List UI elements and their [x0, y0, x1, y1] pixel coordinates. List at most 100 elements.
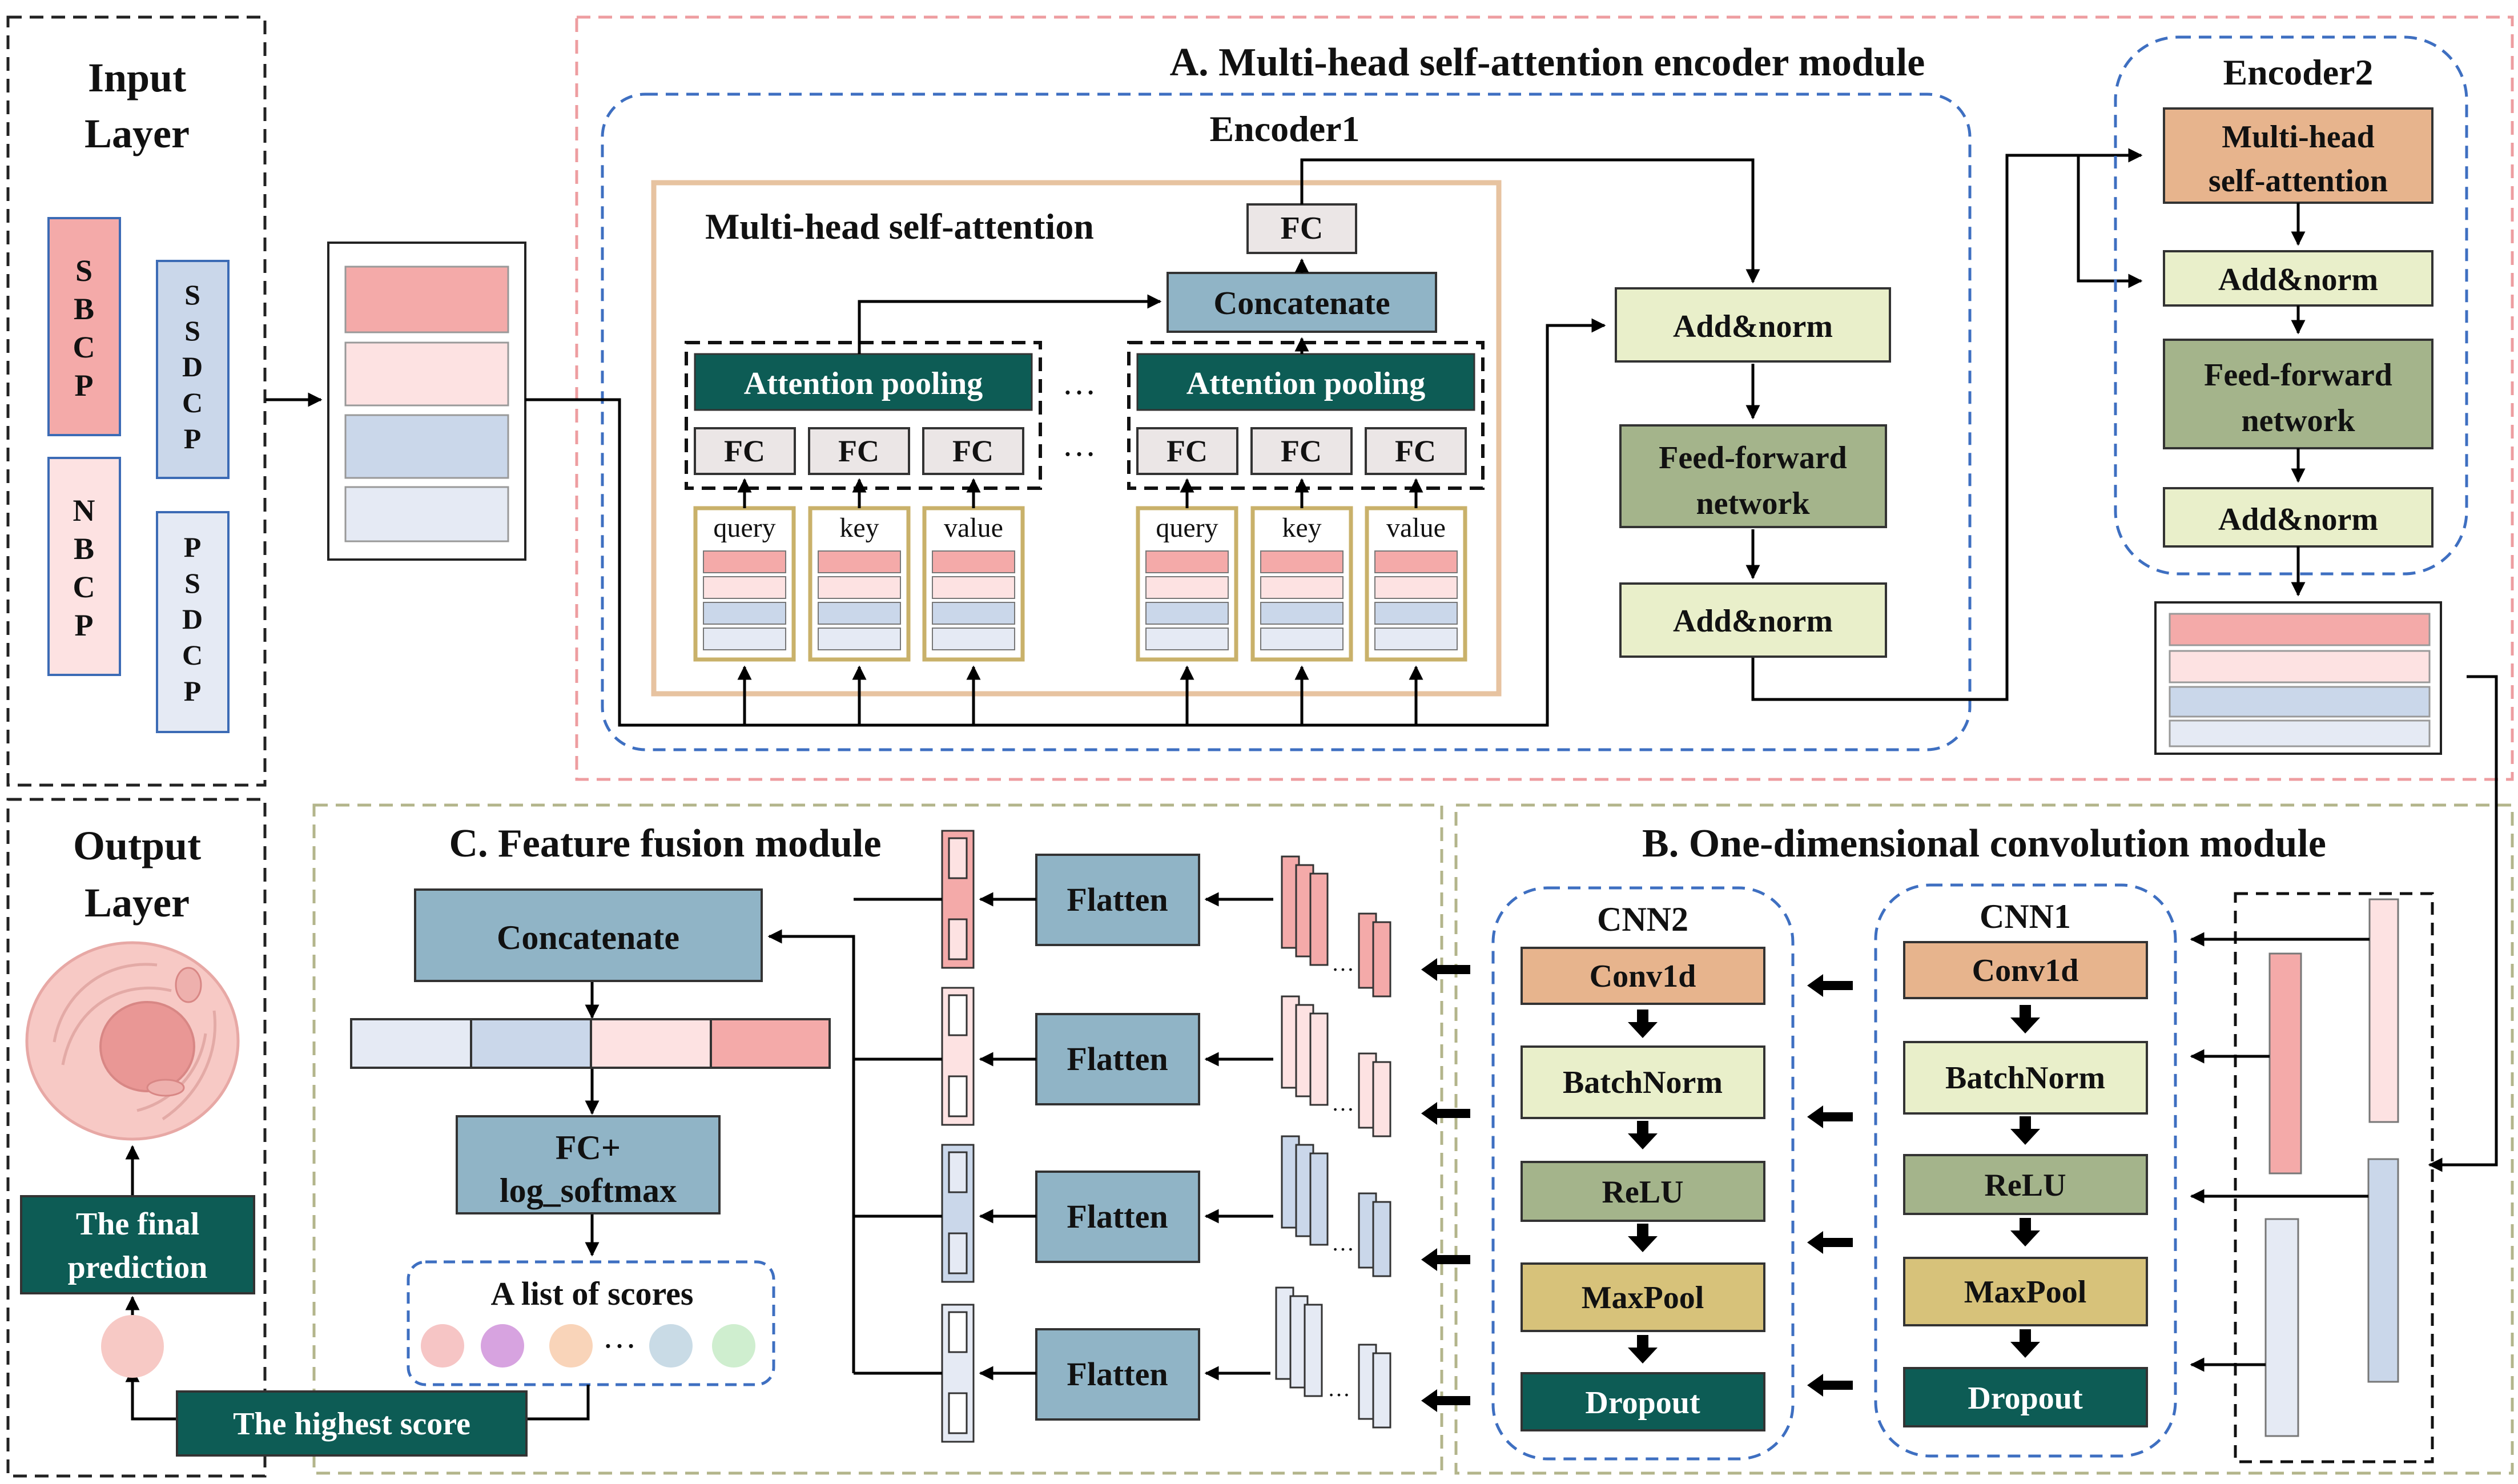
- flattened-vector-2: [941, 987, 975, 1126]
- encoder1-add-norm-2[interactable]: [1619, 582, 1887, 658]
- fusion-concatenate-label: Concatenate: [497, 919, 679, 956]
- flatten-label-3: Flatten: [1067, 1198, 1168, 1235]
- svg-text:P: P: [184, 531, 202, 563]
- head1-value-block: [922, 506, 1025, 662]
- cnn-input-dashed-box: [2234, 892, 2434, 1463]
- feature-psdcp-label: P S D C P: [182, 531, 203, 707]
- cnn2-title: CNN2: [1597, 900, 1688, 938]
- encoder1-ffn-label-1: Feed-forward: [1659, 440, 1847, 476]
- cnn1-maxpool[interactable]: [1903, 1257, 2148, 1326]
- fc-top-label: FC: [1281, 211, 1324, 246]
- feature-maps-pink: [1281, 855, 1391, 998]
- cnn1-conv1d[interactable]: [1903, 941, 2148, 999]
- final-prediction-label-1: The final: [76, 1206, 199, 1242]
- svg-text:P: P: [184, 423, 202, 455]
- feature-ssdcp-label: S S D C P: [182, 279, 203, 455]
- head2-value-block: [1365, 506, 1467, 662]
- head1-fc-key[interactable]: [808, 427, 910, 475]
- encoder2-output-row: [2169, 650, 2431, 683]
- head2-fc-key-label: FC: [1281, 434, 1322, 468]
- cnn1-dropout[interactable]: [1903, 1367, 2148, 1427]
- cnn2-batchnorm[interactable]: [1521, 1045, 1765, 1119]
- prediction-node: [101, 1315, 164, 1378]
- feature-nbcp-bar: [47, 457, 121, 676]
- embedding-row: [344, 266, 509, 333]
- head1-fc-query-label: FC: [724, 434, 765, 468]
- head2-fc-key[interactable]: [1250, 427, 1353, 475]
- highest-score-box[interactable]: [176, 1390, 528, 1457]
- head1-fc-value[interactable]: [922, 427, 1024, 475]
- cnn2-relu[interactable]: [1521, 1161, 1765, 1222]
- head2-query-label: query: [1156, 513, 1218, 543]
- cnn2-maxpool[interactable]: [1521, 1262, 1765, 1332]
- input-layer-panel: [6, 15, 267, 787]
- head1-key-label: key: [839, 513, 879, 543]
- encoder2-mhsa[interactable]: [2163, 107, 2433, 204]
- head2-fc-value[interactable]: [1365, 427, 1467, 475]
- flatten-box-2[interactable]: [1035, 1013, 1200, 1105]
- final-prediction-box[interactable]: [20, 1195, 255, 1294]
- encoder2-output-row: [2169, 686, 2431, 718]
- svg-text:C: C: [73, 570, 95, 604]
- head1-fc-query[interactable]: [694, 427, 796, 475]
- cnn-input-bar: [2367, 1158, 2399, 1383]
- cell-icon: [25, 941, 240, 1141]
- heads-ellipsis-1: …: [1062, 364, 1096, 401]
- feature-nbcp-label: N B C P: [73, 493, 95, 642]
- encoder1-container: [601, 93, 1972, 751]
- encoder2-add-norm-2[interactable]: [2163, 487, 2433, 548]
- feature-maps-pink-dots: …: [1332, 950, 1354, 976]
- feature-sbcp-label: S B C P: [73, 254, 95, 403]
- fusion-concatenate-box[interactable]: [414, 888, 763, 982]
- svg-text:P: P: [75, 608, 94, 642]
- encoder1-add-norm-1[interactable]: [1615, 287, 1891, 363]
- output-layer-panel: [6, 798, 267, 1478]
- module-c-connectors: [585, 892, 1273, 1381]
- encoder2-add-norm-1[interactable]: [2163, 250, 2433, 307]
- mhsa-title: Multi-head self-attention: [705, 206, 1094, 247]
- encoder2-ffn-label-2: network: [2241, 403, 2355, 439]
- highest-score-label: The highest score: [233, 1406, 470, 1442]
- module-c-panel: [312, 803, 1443, 1475]
- head1-attention-pooling-label: Attention pooling: [744, 366, 983, 401]
- flatten-box-4[interactable]: [1035, 1328, 1200, 1421]
- fused-vector: [350, 1018, 831, 1069]
- head2-attention-pooling-label: Attention pooling: [1186, 366, 1426, 401]
- cnn1-batchnorm[interactable]: [1903, 1041, 2148, 1115]
- cnn-input-bar: [2368, 898, 2399, 1123]
- cnn1-dropout-label: Dropout: [1968, 1381, 2083, 1416]
- head2-fc-value-label: FC: [1395, 434, 1436, 468]
- head2-key-label: key: [1282, 513, 1321, 543]
- heads-ellipsis-2: …: [1062, 425, 1096, 463]
- svg-text:D: D: [182, 603, 203, 635]
- embedding-row: [344, 414, 509, 479]
- head2-fc-query[interactable]: [1136, 427, 1238, 475]
- head1-key-block: [808, 506, 911, 662]
- svg-text:C: C: [73, 330, 95, 364]
- output-layer-title-2: Layer: [85, 880, 190, 926]
- encoder2-mhsa-label-2: self-attention: [2209, 163, 2388, 199]
- score-dot: [649, 1324, 693, 1368]
- flatten-label-1: Flatten: [1067, 881, 1168, 918]
- flatten-box-3[interactable]: [1035, 1171, 1200, 1263]
- svg-text:B: B: [74, 532, 94, 566]
- encoder2-ffn[interactable]: [2163, 339, 2433, 449]
- encoder2-output-row: [2169, 613, 2431, 646]
- input-layer-title-2: Layer: [85, 111, 190, 156]
- cnn1-relu[interactable]: [1903, 1154, 2148, 1215]
- feature-maps-light-pink-dots: …: [1332, 1090, 1354, 1116]
- fc-log-softmax-label-2: log_softmax: [500, 1172, 677, 1209]
- head2-query-block: [1136, 506, 1238, 662]
- fc-top-box[interactable]: [1246, 203, 1357, 254]
- cnn1-title: CNN1: [1980, 898, 2071, 935]
- cnn2-conv1d-label: Conv1d: [1590, 959, 1696, 994]
- head2-attention-pooling[interactable]: [1136, 353, 1475, 411]
- cnn2-conv1d[interactable]: [1521, 947, 1765, 1005]
- head1-attention-pooling[interactable]: [694, 353, 1033, 411]
- flattened-vector-1: [941, 830, 975, 969]
- fc-log-softmax-box[interactable]: [456, 1115, 721, 1214]
- encoder1-ffn[interactable]: [1619, 424, 1887, 528]
- flatten-box-1[interactable]: [1035, 854, 1200, 946]
- cnn2-dropout[interactable]: [1521, 1372, 1765, 1431]
- cnn-input-arrows: [2190, 932, 2370, 1372]
